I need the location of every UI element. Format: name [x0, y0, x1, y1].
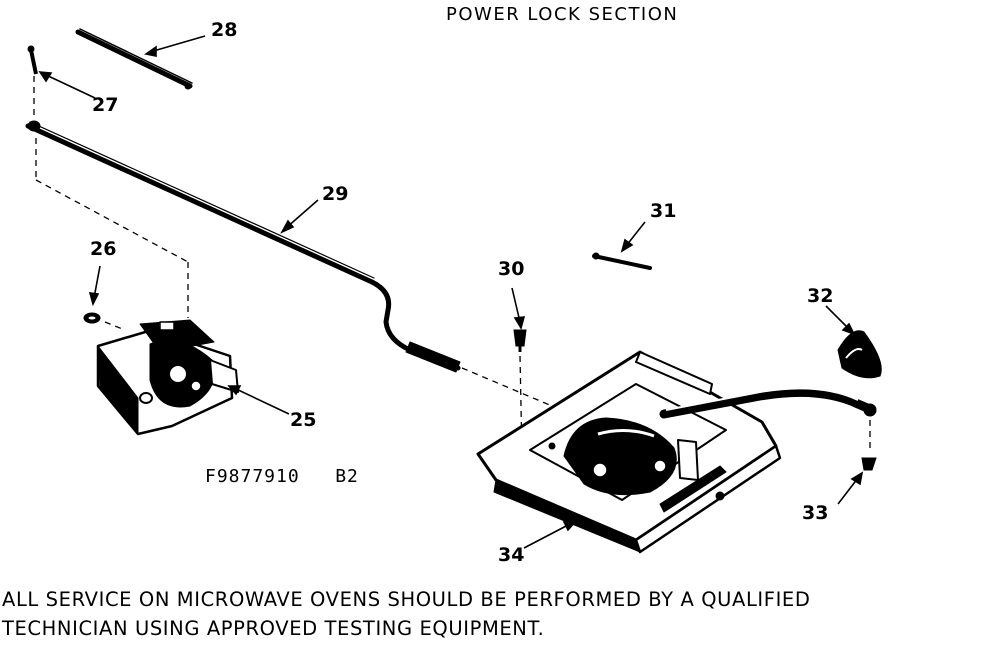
figure-code: F9877910 B2	[205, 466, 359, 487]
callout-31: 31	[650, 200, 677, 222]
part-30-screw	[513, 329, 527, 352]
part-26-screw	[83, 312, 101, 324]
leader-lines	[38, 35, 864, 549]
callout-29: 29	[322, 183, 349, 205]
callout-34: 34	[498, 544, 525, 566]
alignment-lines-right	[519, 355, 871, 457]
callout-33: 33	[802, 502, 829, 524]
part-32-cam	[837, 330, 882, 379]
part-25-solenoid	[96, 319, 239, 436]
part-33-screw	[861, 457, 877, 471]
callout-30: 30	[498, 258, 525, 280]
part-34-lock-plate	[476, 350, 877, 554]
part-28-pin	[75, 28, 193, 90]
callout-32: 32	[807, 285, 834, 307]
callout-25: 25	[290, 409, 317, 431]
callout-27: 27	[92, 94, 119, 116]
service-notice-line-1: ALL SERVICE ON MICROWAVE OVENS SHOULD BE…	[2, 588, 811, 611]
alignment-lines-left	[33, 76, 553, 407]
callout-28: 28	[211, 19, 238, 41]
callout-26: 26	[90, 238, 117, 260]
diagram-title: POWER LOCK SECTION	[446, 4, 679, 25]
part-29-lock-rod	[25, 120, 461, 373]
part-27-bolt	[27, 45, 38, 75]
service-notice-line-2: TECHNICIAN USING APPROVED TESTING EQUIPM…	[2, 617, 545, 640]
part-31-pin	[592, 252, 652, 270]
